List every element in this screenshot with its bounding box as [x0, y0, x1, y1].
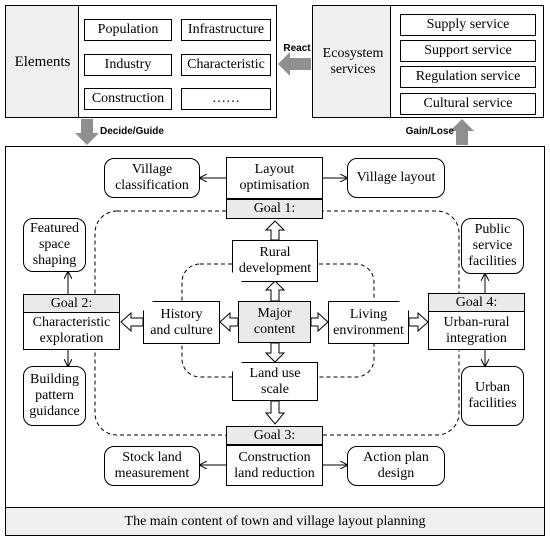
gain-lose-label: Gain/Lose: [405, 126, 454, 137]
service-cultural: Cultural service: [400, 93, 536, 115]
goal3-label: Goal 3:: [226, 426, 323, 445]
react-label: React: [283, 43, 311, 54]
featured-space-shaping-box: Featured space shaping: [23, 218, 86, 272]
main-footer: The main content of town and village lay…: [6, 507, 544, 535]
element-characteristic: Characteristic: [181, 54, 271, 76]
building-pattern-guidance-box: Building pattern guidance: [23, 366, 86, 426]
layout-optimisation-box: Layout optimisation: [226, 157, 323, 199]
action-plan-design-box: Action plan design: [347, 446, 445, 486]
element-population: Population: [84, 19, 172, 41]
elements-title: Elements: [14, 53, 71, 70]
history-culture-box: History and culture: [143, 301, 220, 344]
service-supply: Supply service: [400, 14, 536, 36]
major-content-box: Major content: [238, 301, 311, 343]
public-service-facilities-box: Public service facilities: [461, 218, 524, 274]
village-layout-box: Village layout: [347, 158, 445, 198]
rural-development-box: Rural development: [232, 240, 318, 282]
decide-guide-label: Decide/Guide: [100, 126, 164, 137]
element-infrastructure: Infrastructure: [181, 19, 271, 41]
element-industry: Industry: [84, 54, 172, 76]
goal2-label: Goal 2:: [23, 294, 120, 313]
gain-arrow: [450, 119, 474, 145]
construction-land-reduction-box: Construction land reduction: [226, 445, 323, 486]
service-regulation: Regulation service: [400, 66, 536, 88]
decide-arrow: [75, 119, 99, 145]
react-arrow: [278, 52, 311, 76]
service-support: Support service: [400, 40, 536, 62]
ecosystem-title: Ecosystem services: [322, 45, 384, 77]
village-classification-box: Village classification: [104, 158, 200, 198]
living-environment-box: Living environment: [328, 301, 409, 344]
element-more: ……: [181, 88, 271, 110]
goal4-label: Goal 4:: [428, 293, 525, 312]
characteristic-exploration-box: Characteristic exploration: [23, 312, 120, 350]
stock-land-measurement-box: Stock land measurement: [104, 446, 200, 486]
urban-rural-integration-box: Urban-rural integration: [428, 311, 525, 350]
goal1-label: Goal 1:: [226, 199, 323, 219]
land-use-scale-box: Land use scale: [232, 362, 318, 401]
urban-facilities-box: Urban facilities: [461, 366, 524, 426]
element-construction: Construction: [84, 88, 172, 110]
